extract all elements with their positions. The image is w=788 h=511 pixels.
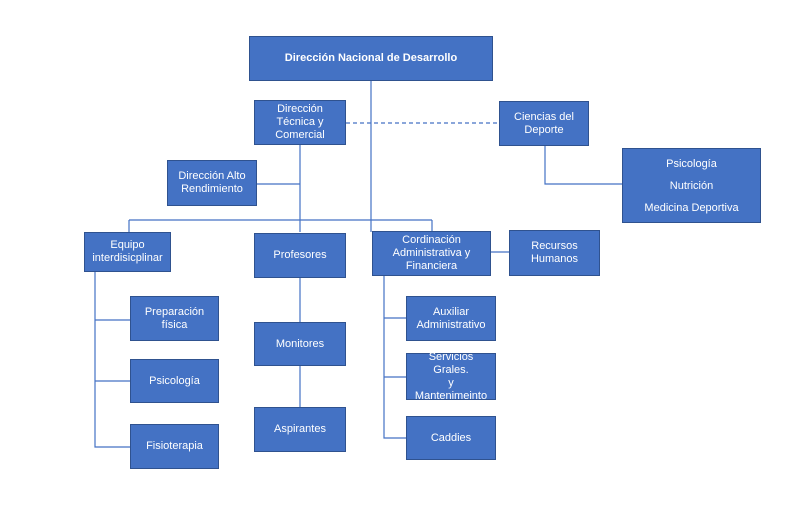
- item-nutricion: Nutrición: [669, 179, 714, 192]
- node-label: Psicología: [149, 374, 200, 387]
- node-label: Dirección Alto Rendimiento: [178, 170, 246, 195]
- node-psicologia: Psicología: [130, 359, 219, 403]
- node-caddies: Caddies: [406, 416, 496, 460]
- node-label: Monitores: [275, 337, 325, 350]
- node-coordinacion: Cordinación Administrativa y Financiera: [372, 231, 491, 276]
- item-psicologia: Psicología: [666, 157, 717, 170]
- node-recursos-humanos: Recursos Humanos: [509, 230, 600, 276]
- node-label: Fisioterapia: [146, 440, 203, 452]
- node-label: Cordinación Administrativa y Financiera: [392, 234, 471, 272]
- node-label: Preparación física: [144, 305, 205, 331]
- node-label: Auxiliar Administrativo: [416, 305, 486, 331]
- node-direccion-tecnica: Dirección Técnica y Comercial: [254, 100, 346, 145]
- node-aspirantes: Aspirantes: [254, 407, 346, 452]
- node-label: Dirección Nacional de Desarrollo: [284, 52, 458, 64]
- node-monitores: Monitores: [254, 322, 346, 366]
- node-fisioterapia: Fisioterapia: [130, 424, 219, 469]
- node-direccion-nacional: Dirección Nacional de Desarrollo: [249, 36, 493, 81]
- node-profesores: Profesores: [254, 233, 346, 278]
- node-label: Recursos Humanos: [530, 240, 579, 265]
- node-auxiliar-administrativo: Auxiliar Administrativo: [406, 296, 496, 341]
- node-label: Dirección Técnica y Comercial: [275, 103, 325, 141]
- node-alto-rendimiento: Dirección Alto Rendimiento: [167, 160, 257, 206]
- connector-ciencias-items: [544, 146, 622, 185]
- node-ciencias-items: Psicología Nutrición Medicina Deportiva: [622, 148, 761, 223]
- node-equipo-interdisciplinar: Equipo interdisicplinar: [84, 232, 171, 272]
- node-label: Ciencias del Deporte: [514, 110, 574, 136]
- node-label: Equipo interdisicplinar: [92, 239, 163, 264]
- node-preparacion-fisica: Preparación física: [130, 296, 219, 341]
- item-medicina-deportiva: Medicina Deportiva: [644, 201, 739, 214]
- node-ciencias-deporte: Ciencias del Deporte: [499, 101, 589, 146]
- connector-equipo-branch: [94, 272, 130, 448]
- node-label: Caddies: [430, 431, 472, 444]
- connector-coord-branch: [383, 276, 407, 439]
- node-servicios-generales: Servicios Grales. y Mantenimeinto: [406, 350, 496, 402]
- node-label: Servicios Grales. y Mantenimeinto: [414, 350, 488, 402]
- node-label: Profesores: [273, 249, 327, 261]
- node-label: Aspirantes: [274, 423, 326, 435]
